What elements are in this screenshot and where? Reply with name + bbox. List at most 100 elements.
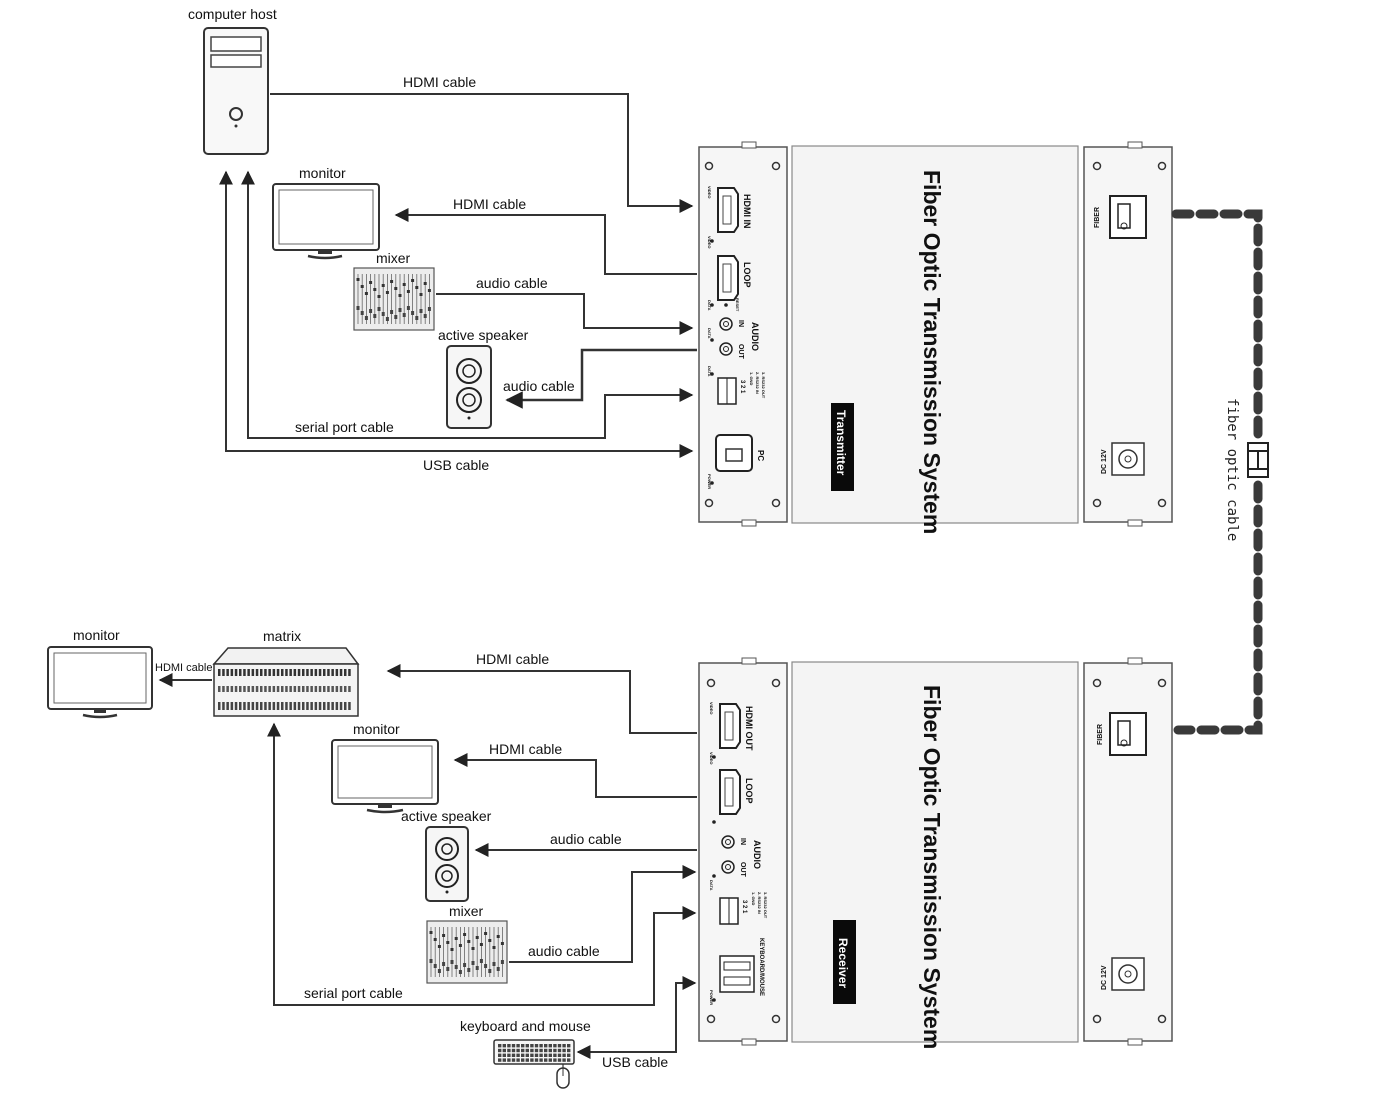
svg-text:POWER: POWER bbox=[707, 474, 712, 489]
svg-text:DATA: DATA bbox=[707, 328, 712, 339]
svg-text:USB cable: USB cable bbox=[423, 457, 489, 473]
svg-text:USB cable: USB cable bbox=[602, 1054, 668, 1070]
fiber-port bbox=[1109, 195, 1147, 239]
svg-text:monitor: monitor bbox=[353, 721, 400, 737]
transmitter-port-panel: HDMI IN VIDEO LOOP VIDEO RESET DATA AUDI… bbox=[698, 141, 788, 527]
hdmi-out-port bbox=[719, 703, 741, 749]
hdmi-in-label: HDMI IN bbox=[742, 194, 752, 229]
svg-text:VIDEO: VIDEO bbox=[709, 752, 714, 764]
mixer-top: mixer bbox=[353, 250, 435, 331]
transmitter-badge bbox=[831, 403, 854, 491]
svg-text:VIDEO: VIDEO bbox=[707, 236, 712, 248]
svg-text:3. RS232 OUT: 3. RS232 OUT bbox=[761, 372, 766, 399]
svg-text:mixer: mixer bbox=[376, 250, 411, 266]
svg-text:1. GND: 1. GND bbox=[749, 372, 754, 385]
svg-text:HDMI cable: HDMI cable bbox=[155, 662, 212, 674]
svg-text:IN: IN bbox=[737, 320, 744, 327]
receiver-loop-port bbox=[719, 769, 741, 815]
monitor-bottom: monitor bbox=[331, 721, 439, 814]
svg-text:audio cable: audio cable bbox=[503, 378, 575, 394]
svg-text:AUDIO: AUDIO bbox=[750, 322, 760, 351]
receiver-unit: HDMI OUT VIDEO LOOP VIDEO AUDIO IN OUT D… bbox=[698, 657, 1173, 1049]
svg-text:1. GND: 1. GND bbox=[751, 892, 756, 905]
dc-jack bbox=[1111, 442, 1145, 476]
svg-text:VIDEO: VIDEO bbox=[707, 186, 712, 198]
svg-text:KEYBOARD/MOUSE: KEYBOARD/MOUSE bbox=[758, 938, 764, 996]
svg-text:VIDEO: VIDEO bbox=[709, 702, 714, 714]
svg-text:FIBER: FIBER bbox=[1097, 724, 1104, 745]
monitor-far-left: monitor bbox=[47, 627, 153, 719]
loop-port bbox=[717, 255, 739, 301]
mixer-bottom: mixer bbox=[426, 903, 508, 984]
receiver-body: Fiber Optic Transmission System Receiver bbox=[791, 661, 1079, 1049]
svg-text:audio cable: audio cable bbox=[476, 275, 548, 291]
label-hdmi-cable-1: HDMI cable bbox=[403, 74, 476, 90]
svg-text:mixer: mixer bbox=[449, 903, 484, 919]
svg-text:Receiver: Receiver bbox=[836, 938, 850, 988]
receiver-audio-out-jack bbox=[721, 860, 735, 874]
receiver-title: Fiber Optic Transmission System bbox=[919, 685, 945, 1049]
svg-text:3. RS232 OUT: 3. RS232 OUT bbox=[763, 892, 768, 919]
svg-text:3 2 1: 3 2 1 bbox=[739, 380, 745, 394]
receiver-badge bbox=[833, 920, 856, 1004]
hdmi-in-port bbox=[717, 187, 739, 233]
svg-text:3 2 1: 3 2 1 bbox=[741, 900, 747, 914]
audio-in-jack bbox=[719, 317, 733, 331]
svg-text:serial port cable: serial port cable bbox=[304, 985, 403, 1001]
svg-text:OUT: OUT bbox=[739, 862, 746, 878]
top-cables bbox=[219, 93, 697, 458]
receiver-dc-jack bbox=[1111, 957, 1145, 991]
transmitter-unit: HDMI IN VIDEO LOOP VIDEO RESET DATA AUDI… bbox=[698, 141, 1173, 534]
transmitter-title: Fiber Optic Transmission System bbox=[919, 170, 945, 534]
transmitter-body: Fiber Optic Transmission System Transmit… bbox=[791, 145, 1079, 534]
active-speaker-bottom: active speaker bbox=[401, 808, 492, 902]
svg-text:matrix: matrix bbox=[263, 628, 301, 644]
computer-host-label: computer host bbox=[188, 6, 277, 22]
svg-text:PC: PC bbox=[756, 450, 765, 461]
power-button-icon bbox=[229, 107, 243, 121]
fiber-optic-cable: fiber optic cable bbox=[1171, 209, 1269, 735]
svg-text:DATA: DATA bbox=[707, 300, 712, 311]
keyboard-and-mouse: keyboard and mouse bbox=[460, 1018, 591, 1089]
usb-cable-top bbox=[219, 170, 694, 458]
svg-text:IN: IN bbox=[739, 838, 746, 845]
svg-text:LOOP: LOOP bbox=[744, 778, 754, 804]
svg-text:HDMI OUT: HDMI OUT bbox=[744, 706, 754, 751]
usb-cable-bottom bbox=[576, 976, 697, 1059]
svg-text:monitor: monitor bbox=[73, 627, 120, 643]
keyboard-mouse-port bbox=[719, 955, 755, 993]
svg-text:OUT: OUT bbox=[737, 344, 744, 360]
svg-text:2. RS232 IN: 2. RS232 IN bbox=[755, 372, 760, 394]
receiver-port-panel: HDMI OUT VIDEO LOOP VIDEO AUDIO IN OUT D… bbox=[698, 657, 788, 1046]
monitor-top: monitor bbox=[272, 165, 380, 260]
bottom-cables bbox=[267, 664, 697, 1059]
hdmi-cable-rx-to-matrix bbox=[386, 664, 697, 734]
svg-text:2. RS232 IN: 2. RS232 IN bbox=[757, 892, 762, 914]
svg-text:HDMI cable: HDMI cable bbox=[453, 196, 526, 212]
pc-usb-port bbox=[715, 434, 753, 472]
svg-text:POWER: POWER bbox=[709, 990, 714, 1005]
svg-text:DC 12V: DC 12V bbox=[1101, 449, 1108, 474]
svg-text:DATA: DATA bbox=[709, 880, 714, 891]
svg-text:active speaker: active speaker bbox=[401, 808, 492, 824]
svg-text:AUDIO: AUDIO bbox=[752, 840, 762, 869]
svg-text:DC 12V: DC 12V bbox=[1101, 965, 1108, 990]
audio-cable-mixer-to-tx bbox=[436, 293, 694, 335]
hdmi-cable-loop-to-monitor bbox=[394, 208, 697, 275]
audio-out-jack bbox=[719, 342, 733, 356]
svg-text:HDMI cable: HDMI cable bbox=[489, 741, 562, 757]
loop-label: LOOP bbox=[742, 262, 752, 288]
matrix-switcher: matrix bbox=[212, 628, 360, 717]
hdmi-cable-loop-to-monitor-bottom bbox=[453, 753, 697, 798]
svg-text:Transmitter: Transmitter bbox=[834, 410, 848, 476]
receiver-fiber-port bbox=[1109, 712, 1147, 756]
transmitter-fiber-panel: FIBER DC 12V bbox=[1083, 141, 1173, 527]
svg-text:monitor: monitor bbox=[299, 165, 346, 181]
fiber-optic-cable-label: fiber optic cable bbox=[1224, 398, 1240, 541]
svg-text:serial port cable: serial port cable bbox=[295, 419, 394, 435]
receiver-audio-in-jack bbox=[721, 835, 735, 849]
fiber-coupler-icon bbox=[1247, 442, 1269, 478]
svg-text:active speaker: active speaker bbox=[438, 327, 529, 343]
